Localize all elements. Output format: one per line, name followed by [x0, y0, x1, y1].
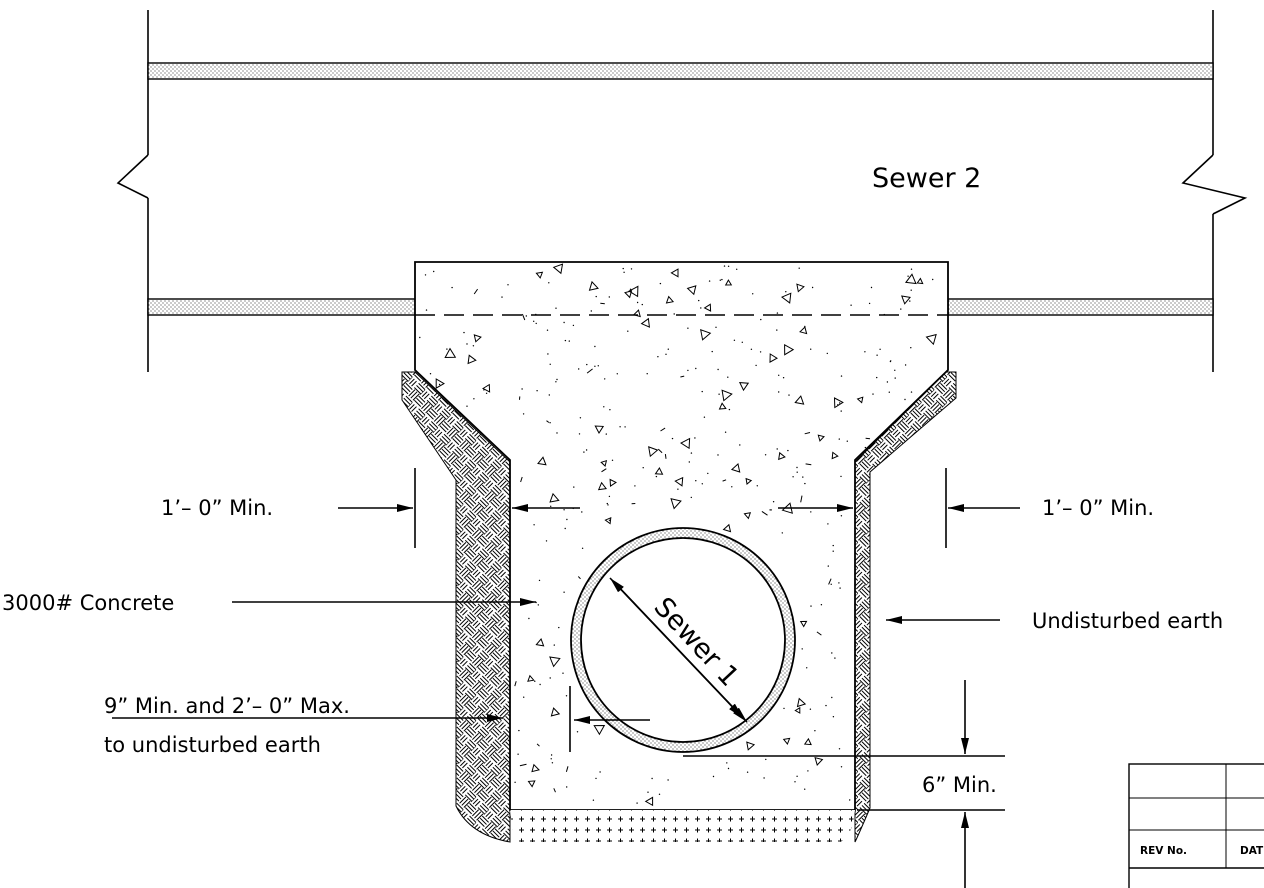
- dimension-lines: [112, 468, 1020, 888]
- date-header: DATE: [1240, 845, 1264, 857]
- concrete-label: 3000# Concrete: [2, 591, 174, 615]
- min-width-left-label: 1’– 0” Min.: [161, 496, 273, 520]
- bedding-layer: [510, 810, 855, 842]
- undisturbed-earth-label: Undisturbed earth: [1032, 609, 1223, 633]
- revision-table: REV No. DATE: [1128, 763, 1264, 888]
- sewer-1-pipe: Sewer 1: [570, 527, 796, 753]
- clearance-label-line1: 9” Min. and 2’– 0” Max.: [104, 694, 350, 718]
- sewer-2-label: Sewer 2: [872, 163, 981, 194]
- clearance-label-line2: to undisturbed earth: [104, 733, 321, 757]
- concrete-aggregate: [419, 263, 937, 807]
- min-width-right-label: 1’– 0” Min.: [1042, 496, 1154, 520]
- rev-no-header: REV No.: [1140, 845, 1187, 857]
- min-6-label: 6” Min.: [922, 773, 997, 797]
- undisturbed-earth-hatch: [401, 371, 957, 843]
